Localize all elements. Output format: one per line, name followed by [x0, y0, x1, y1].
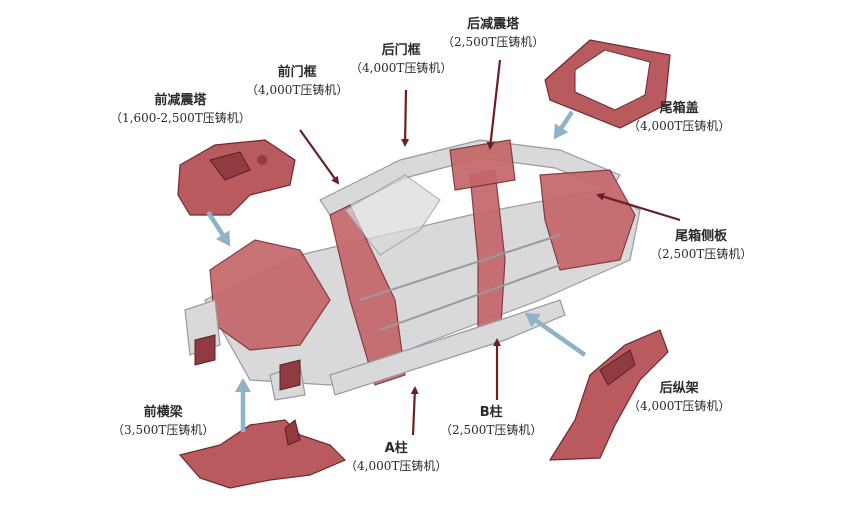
front-door-frame-spec: （4,000T压铸机） — [246, 82, 349, 97]
b-pillar-spec: （2,500T压铸机） — [440, 422, 543, 437]
rear-door-frame-arrow — [401, 89, 410, 147]
rear-longitudinal-spec: （4,000T压铸机） — [628, 398, 731, 413]
a-pillar-spec: （4,000T压铸机） — [345, 458, 448, 473]
trunk-side-panel-arrow — [596, 192, 681, 222]
front-shock-tower-arrow — [206, 210, 231, 247]
front-crossbeam-spec: （3,500T压铸机） — [112, 422, 215, 437]
front-crossbeam-name: 前横梁 — [143, 405, 183, 420]
trunk-lid-label: 尾箱盖 （4,000T压铸机） — [628, 100, 730, 134]
car-body-frame — [184, 139, 641, 401]
front-door-frame-label: 前门框 （4,000T压铸机） — [246, 64, 348, 98]
a-pillar-label: A柱 （4,000T压铸机） — [345, 440, 447, 474]
a-pillar-name: A柱 — [384, 441, 408, 456]
front-door-frame-name: 前门框 — [277, 65, 317, 80]
front-shock-tower-spec: （1,600-2,500T压铸机） — [110, 110, 251, 125]
b-pillar-label: B柱 （2,500T压铸机） — [440, 404, 542, 438]
callout-arrows — [299, 59, 681, 436]
rear-shock-tower-arrow — [486, 59, 502, 150]
front-crossbeam-part — [178, 419, 347, 489]
rear-longitudinal-name: 后纵架 — [659, 381, 699, 396]
trunk-side-panel-spec: （2,500T压铸机） — [650, 246, 753, 261]
front-door-frame-arrow — [299, 129, 340, 185]
front-crossbeam-label: 前横梁 （3,500T压铸机） — [112, 404, 214, 438]
rear-shock-tower-spec: （2,500T压铸机） — [442, 34, 545, 49]
assembly-arrows — [206, 110, 587, 432]
trunk-side-panel-label: 尾箱侧板 （2,500T压铸机） — [650, 228, 752, 262]
trunk-lid-name: 尾箱盖 — [659, 101, 699, 116]
rear-longitudinal-arrow — [524, 312, 587, 357]
rear-door-frame-spec: （4,000T压铸机） — [350, 60, 453, 75]
front-shock-tower-label: 前减震塔 （1,600-2,500T压铸机） — [110, 92, 251, 126]
rear-door-frame-name: 后门框 — [381, 43, 421, 58]
rear-shock-tower-label: 后减震塔 （2,500T压铸机） — [442, 16, 544, 50]
trunk-lid-part — [544, 39, 671, 129]
rear-longitudinal-label: 后纵架 （4,000T压铸机） — [628, 380, 730, 414]
rear-longitudinal-part — [548, 329, 669, 461]
b-pillar-name: B柱 — [479, 405, 503, 420]
trunk-side-panel-name: 尾箱侧板 — [675, 229, 728, 244]
front-shock-tower-part — [177, 139, 296, 216]
trunk-lid-spec: （4,000T压铸机） — [628, 118, 731, 133]
trunk-lid-arrow — [553, 110, 574, 140]
a-pillar-arrow — [410, 386, 419, 436]
rear-shock-tower-name: 后减震塔 — [467, 17, 520, 32]
front-shock-tower-name: 前减震塔 — [154, 93, 207, 108]
rear-door-frame-label: 后门框 （4,000T压铸机） — [350, 42, 452, 76]
